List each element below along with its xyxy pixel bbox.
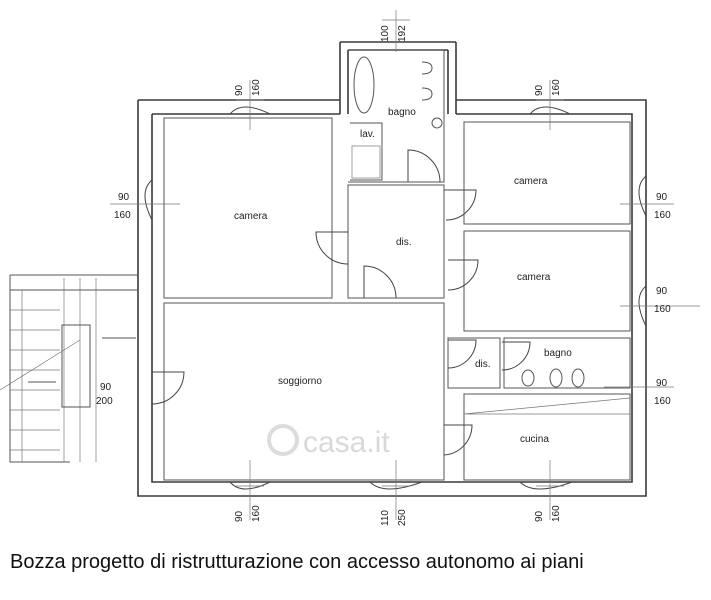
room-label-camera-left: camera <box>234 211 268 222</box>
room-label-bagno-top: bagno <box>388 107 416 118</box>
staircase <box>0 274 138 463</box>
dim-bottom-left-a: 90 <box>234 510 245 522</box>
room-label-bagno-right: bagno <box>544 348 572 359</box>
floor-plan-drawing: casa.it <box>0 10 700 526</box>
dim-right1-a: 90 <box>656 192 668 203</box>
doors <box>151 149 531 456</box>
dim-right3-a: 90 <box>656 378 668 389</box>
windows <box>144 106 647 490</box>
dim-bottom-right-b: 160 <box>551 505 562 522</box>
dim-left-a: 90 <box>118 192 130 203</box>
dim-top-right-b: 160 <box>551 79 562 96</box>
room-label-dis-small: dis. <box>475 359 491 370</box>
room-label-dis-center: dis. <box>396 237 412 248</box>
dim-right1-b: 160 <box>654 210 671 221</box>
watermark-text: casa.it <box>303 426 390 459</box>
dim-right3-b: 160 <box>654 396 671 407</box>
dim-bottom-left-b: 160 <box>251 505 262 522</box>
room-label-lav: lav. <box>360 129 375 140</box>
room-label-camera-top-right: camera <box>514 176 548 187</box>
bathroom-fixtures <box>351 56 585 388</box>
dimension-labels: 90 160 100 192 90 160 90 160 90 200 90 1… <box>96 25 671 526</box>
room-label-cucina: cucina <box>520 434 549 445</box>
dim-bottom-mid-a: 110 <box>380 510 391 526</box>
watermark: casa.it <box>267 424 390 459</box>
dim-left-b: 160 <box>114 210 131 221</box>
dim-top-bath-a: 100 <box>380 25 391 42</box>
dim-top-left-a: 90 <box>234 84 245 96</box>
room-label-camera-mid-right: camera <box>517 272 551 283</box>
dim-bottom-mid-b: 250 <box>397 509 408 526</box>
dim-top-bath-b: 192 <box>397 25 408 42</box>
caption: Bozza progetto di ristrutturazione con a… <box>10 551 584 573</box>
room-labels: camera dis. bagno lav. camera camera sog… <box>234 107 572 445</box>
dim-top-right-a: 90 <box>534 84 545 96</box>
dim-right2-b: 160 <box>654 304 671 315</box>
interior-walls <box>163 49 631 481</box>
dim-stair-b: 200 <box>96 396 113 407</box>
dim-stair-a: 90 <box>100 382 112 393</box>
dim-bottom-right-a: 90 <box>534 510 545 522</box>
dimension-lines <box>110 10 700 520</box>
room-label-soggiorno: soggiorno <box>278 376 322 387</box>
dim-top-left-b: 160 <box>251 79 262 96</box>
dim-right2-a: 90 <box>656 286 668 297</box>
